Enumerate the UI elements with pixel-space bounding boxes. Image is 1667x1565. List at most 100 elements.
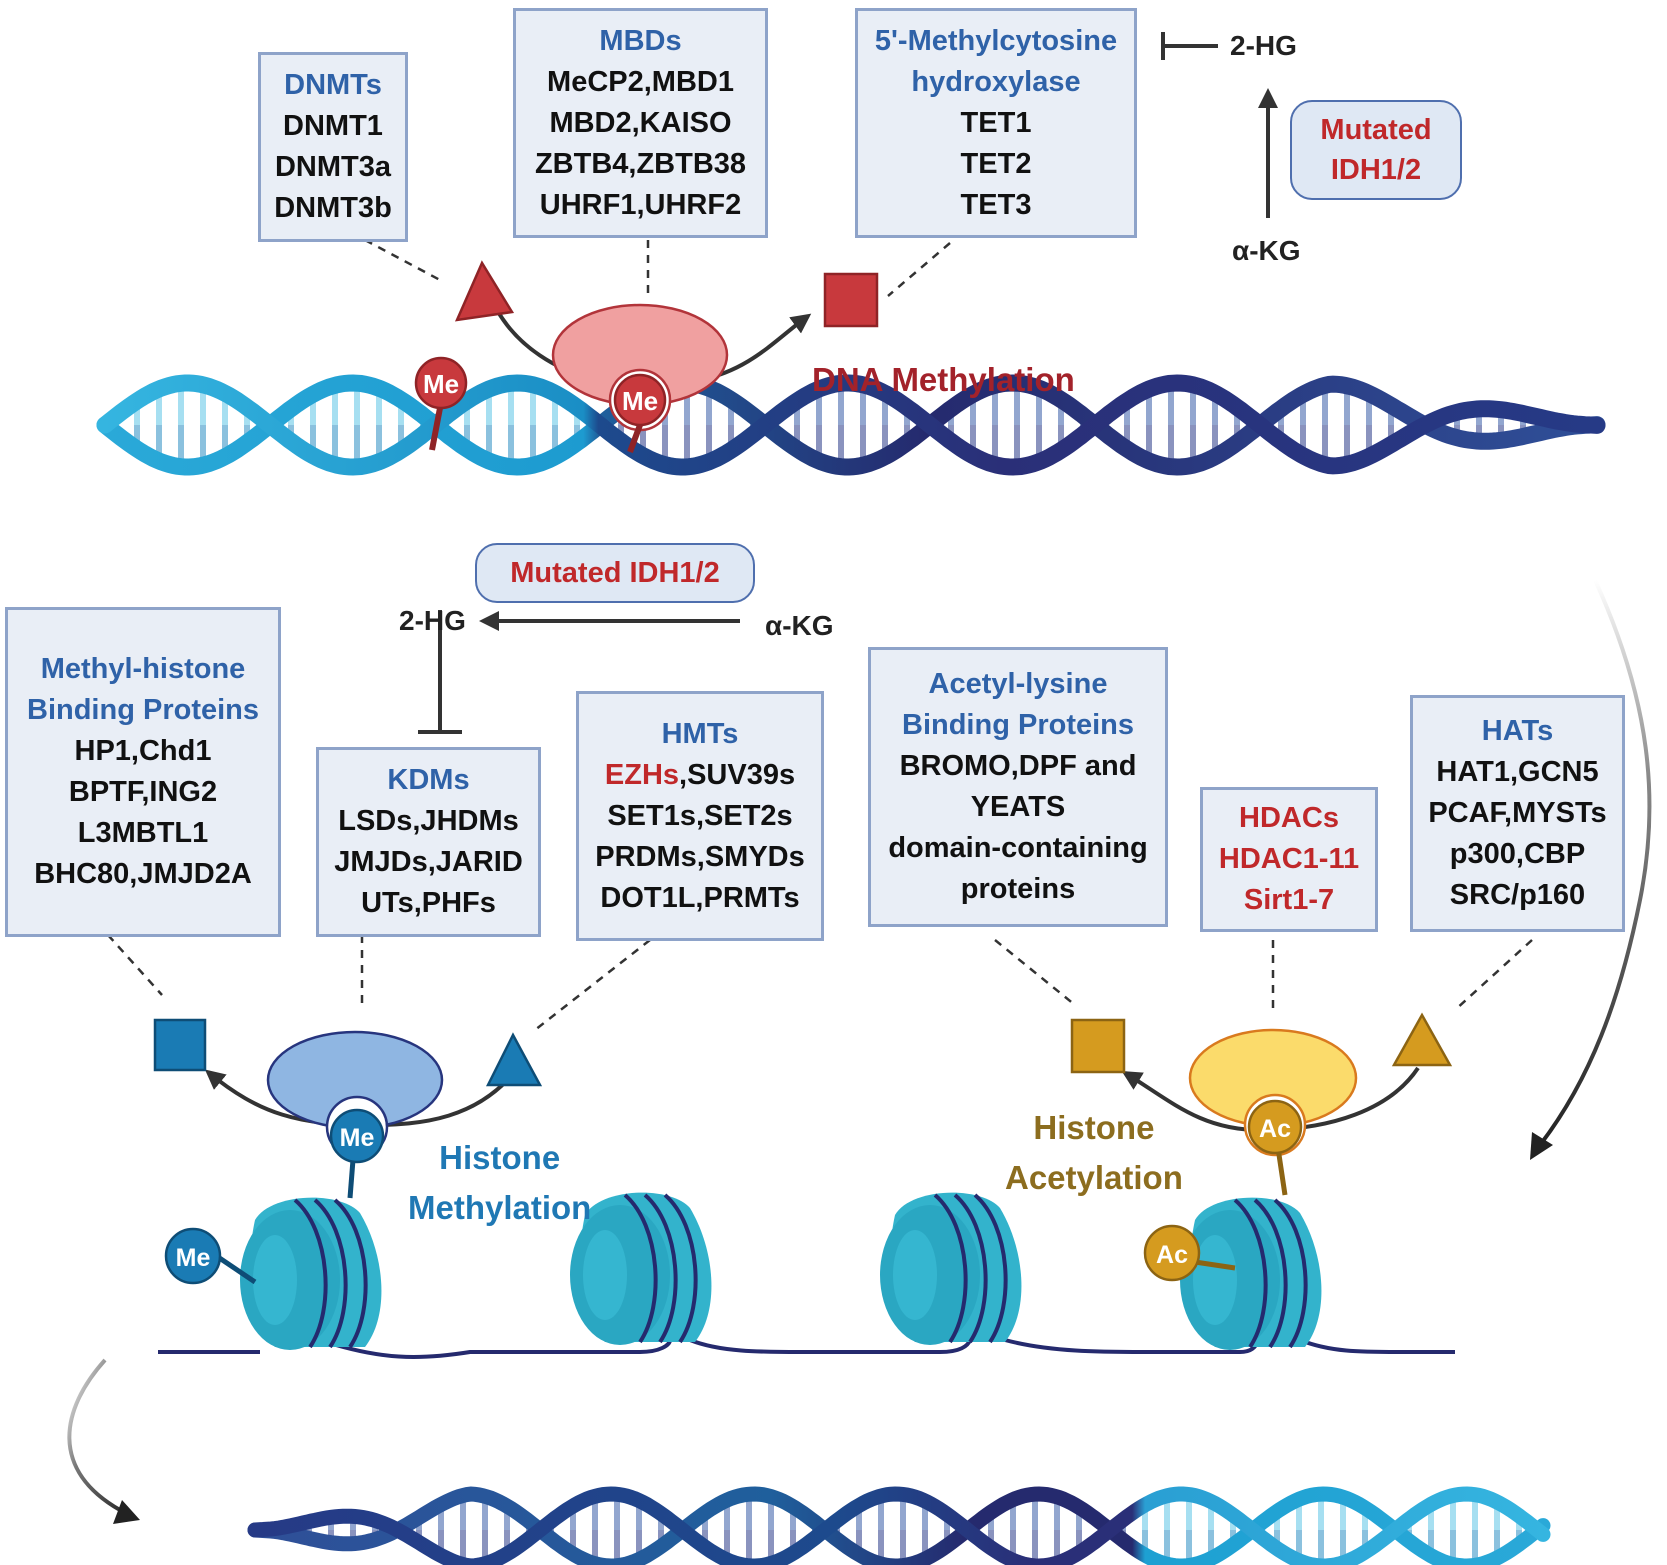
methyl-histone-binding-box: Methyl-histone Binding Proteins HP1,Chd1… xyxy=(5,607,281,937)
hmts-title: HMTs xyxy=(661,717,739,750)
kdms-item: JMJDs,JARID xyxy=(334,846,523,878)
kdms-item: UTs,PHFs xyxy=(361,887,496,919)
hats-item: HAT1,GCN5 xyxy=(1436,756,1599,788)
mid-akg-label: α-KG xyxy=(765,610,834,641)
mbds-title: MBDs xyxy=(599,24,682,57)
me-label-free: Me xyxy=(423,369,459,399)
me-marker-free xyxy=(414,356,468,410)
nucleosome xyxy=(570,1192,712,1345)
methyl-binding-title1: Methyl-histone xyxy=(40,653,246,685)
kdms-box: KDMs LSDs,JHDMs JMJDs,JARID UTs,PHFs xyxy=(316,747,541,937)
methyl-triangle-substrate xyxy=(454,260,515,322)
chromatin-fiber xyxy=(158,1192,1455,1359)
tet-title-line2: hydroxylase xyxy=(911,65,1081,98)
ezhs-label: EZHs xyxy=(604,758,680,791)
top-idh-line2: IDH1/2 xyxy=(1330,154,1422,186)
mbds-item: UHRF1,UHRF2 xyxy=(539,188,742,221)
kdms-title: KDMs xyxy=(387,764,470,796)
tet-connector xyxy=(887,242,951,297)
acetyl-binding-item: BROMO,DPF and xyxy=(899,750,1137,782)
dnmts-title: DNMTs xyxy=(284,69,382,101)
hats-box: HATs HAT1,GCN5 PCAF,MYSTs p300,CBP SRC/p… xyxy=(1410,695,1625,932)
mbds-item: MBD2,KAISO xyxy=(549,106,732,139)
hmts-item: SET1s,SET2s xyxy=(607,799,793,832)
hats-item: SRC/p160 xyxy=(1449,879,1586,911)
top-2hg-label: 2-HG xyxy=(1230,30,1297,61)
nucleosome xyxy=(240,1197,382,1350)
bottom-dna-helix xyxy=(247,1486,1551,1565)
ac-label-free: Ac xyxy=(1156,1241,1188,1269)
tet-box: 5'-Methylcytosine hydroxylase TET1 TET2 … xyxy=(855,8,1137,238)
histone-methylation-title-line1: Histone xyxy=(439,1139,561,1176)
nucleosome xyxy=(880,1192,1022,1345)
me-label-bound: Me xyxy=(622,386,658,416)
mbds-item: ZBTB4,ZBTB38 xyxy=(534,147,747,180)
acetyl-lysine-binding-box: Acetyl-lysine Binding Proteins BROMO,DPF… xyxy=(868,647,1168,927)
me-label-histone-bound: Me xyxy=(340,1124,375,1152)
histone-methyl-triangle xyxy=(485,1032,543,1087)
hmts-item: PRDMs,SMYDs xyxy=(595,840,805,873)
histone-methylation-title: Histone Methylation xyxy=(408,1133,591,1233)
top-idh-arrows xyxy=(1161,32,1278,218)
dna-methylation-title: DNA Methylation xyxy=(812,361,1075,398)
histone-to-dna-curve xyxy=(67,1358,131,1517)
dna-methylation-cycle: Me Me xyxy=(364,238,951,454)
kdms-item: LSDs,JHDMs xyxy=(338,805,519,837)
methyl-binding-title2: Binding Proteins xyxy=(27,694,259,726)
dna-to-histone-arrowhead xyxy=(1530,1132,1553,1160)
histone-marks: Me Me Ac Ac xyxy=(164,1099,1303,1285)
acetyl-triangle xyxy=(1391,1012,1453,1067)
acetyl-square xyxy=(1070,1018,1126,1074)
dnmt-connector xyxy=(364,238,441,282)
histone-acetylation-title-line1: Histone xyxy=(1033,1109,1155,1146)
nucleosome xyxy=(1180,1197,1322,1350)
hmts-first-line: EZHs,SUV39s xyxy=(605,755,795,796)
histone-acetylation-title-line2: Acetylation xyxy=(1005,1159,1183,1196)
hats-item: p300,CBP xyxy=(1449,838,1586,870)
methyl-binding-item: L3MBTL1 xyxy=(77,817,209,849)
acetyl-binding-item: YEATS xyxy=(970,791,1066,823)
me-label-histone-free: Me xyxy=(176,1244,211,1272)
hdacs-item: Sirt1-7 xyxy=(1243,884,1335,916)
top-akg-label: α-KG xyxy=(1232,235,1301,266)
dnmts-box: DNMTs DNMT1 DNMT3a DNMT3b xyxy=(258,52,408,242)
mid-2hg-label: 2-HG xyxy=(399,605,466,636)
tet-item: TET1 xyxy=(960,106,1032,139)
methyl-binding-item: BPTF,ING2 xyxy=(68,776,218,808)
hmts-item: DOT1L,PRMTs xyxy=(600,881,800,914)
dnmts-item: DNMT1 xyxy=(283,110,383,142)
mbds-box: MBDs MeCP2,MBD1 MBD2,KAISO ZBTB4,ZBTB38 … xyxy=(513,8,768,238)
top-idh-line1: Mutated xyxy=(1320,114,1432,146)
histone-methyl-square xyxy=(153,1018,207,1072)
ac-marker-free xyxy=(1143,1224,1201,1282)
methyl-binding-item: BHC80,JMJD2A xyxy=(34,858,252,890)
histone-to-dna-arrowhead xyxy=(113,1500,140,1524)
histone-methylation-title-line2: Methylation xyxy=(408,1189,592,1226)
methyl-square-product xyxy=(823,272,879,328)
dna-to-histone-curve xyxy=(1538,579,1652,1147)
suv39s-label: ,SUV39s xyxy=(679,758,796,791)
tet-item: TET3 xyxy=(960,188,1032,221)
acetyl-binding-title1: Acetyl-lysine xyxy=(928,668,1108,700)
methyl-binding-item: HP1,Chd1 xyxy=(74,735,212,767)
tet-item: TET2 xyxy=(960,147,1032,180)
me-marker-histone-free xyxy=(164,1227,222,1285)
hdacs-title: HDACs xyxy=(1239,802,1339,834)
tet-title-line1: 5'-Methylcytosine xyxy=(874,24,1118,57)
mid-idh-label: Mutated IDH1/2 xyxy=(510,557,720,589)
hdacs-item: HDAC1-11 xyxy=(1218,843,1360,875)
top-mutated-idh-pill: Mutated IDH1/2 xyxy=(1290,100,1462,200)
top-dna-helix xyxy=(96,374,1606,476)
hats-item: PCAF,MYSTs xyxy=(1428,797,1607,829)
hmts-box: HMTs EZHs,SUV39s SET1s,SET2s PRDMs,SMYDs… xyxy=(576,691,824,941)
ac-label-bound: Ac xyxy=(1259,1115,1291,1143)
histone-acetylation-title: Histone Acetylation xyxy=(1005,1103,1183,1203)
me-marker-histone-bound xyxy=(329,1108,385,1164)
dnmts-item: DNMT3b xyxy=(274,192,392,224)
hats-title: HATs xyxy=(1481,715,1554,747)
me-marker-bound xyxy=(613,373,667,427)
dnmts-item: DNMT3a xyxy=(274,151,391,183)
hdacs-box: HDACs HDAC1-11 Sirt1-7 xyxy=(1200,787,1378,932)
acetyl-binding-item: proteins xyxy=(960,873,1076,905)
